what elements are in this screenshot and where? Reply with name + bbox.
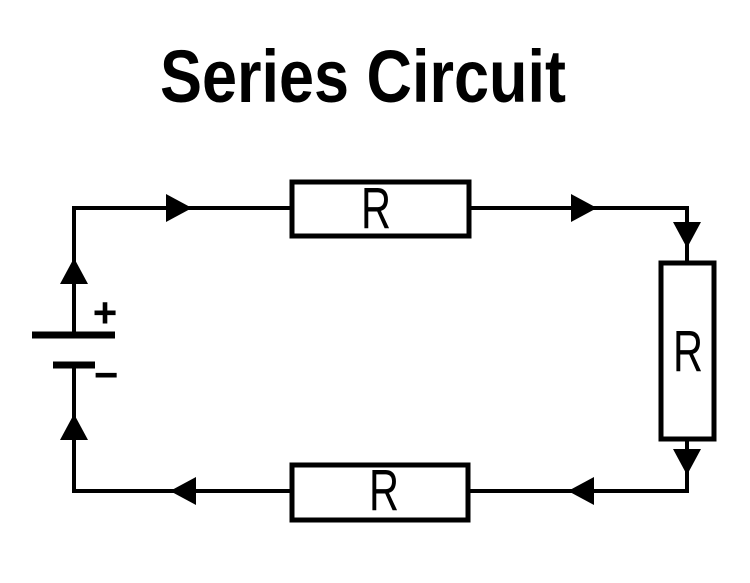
battery-symbol: + − bbox=[32, 289, 118, 398]
resistor-bottom-label: R bbox=[369, 458, 399, 523]
resistor-bottom-box bbox=[289, 462, 471, 523]
current-arrow-down-icon bbox=[673, 222, 701, 248]
resistor-right-box bbox=[658, 260, 717, 442]
current-arrow-left-icon bbox=[170, 477, 196, 505]
resistor-top-box bbox=[289, 179, 472, 239]
current-arrow-right-icon bbox=[571, 194, 597, 222]
battery-negative-label: − bbox=[94, 351, 119, 398]
current-arrow-up-icon bbox=[60, 414, 88, 440]
diagram-title: Series Circuit bbox=[160, 35, 566, 118]
current-arrow-up-icon bbox=[60, 258, 88, 284]
resistor-top: R bbox=[289, 176, 472, 241]
resistor-bottom: R bbox=[289, 458, 471, 523]
circuit-wire-loop bbox=[72, 206, 689, 493]
resistor-right-label: R bbox=[673, 319, 703, 384]
current-arrow-down-icon bbox=[673, 449, 701, 475]
resistor-top-label: R bbox=[361, 176, 391, 241]
current-arrow-right-icon bbox=[166, 194, 192, 222]
battery-positive-label: + bbox=[93, 289, 118, 336]
current-arrow-left-icon bbox=[568, 477, 594, 505]
resistor-right: R bbox=[658, 260, 717, 442]
